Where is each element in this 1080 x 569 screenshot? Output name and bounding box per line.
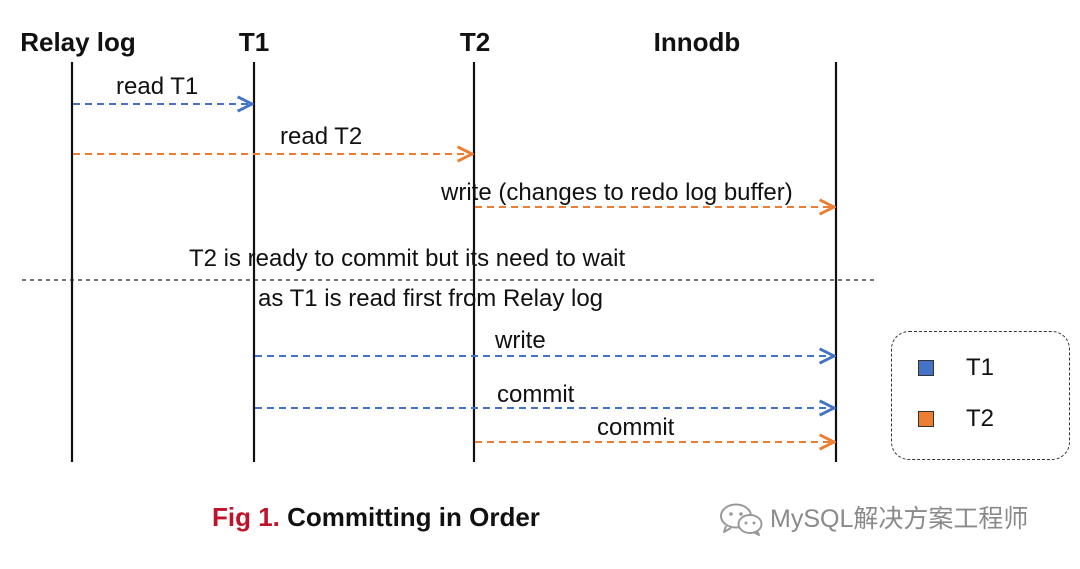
legend-item-t1: [918, 356, 934, 380]
legend-swatch-t2: [918, 411, 934, 427]
wechat-icon: [720, 503, 763, 536]
figure-title: Committing in Order: [287, 502, 540, 532]
label-write-redo: write (changes to redo log buffer): [441, 179, 793, 206]
watermark-text: MySQL解决方案工程师: [770, 505, 1029, 533]
legend-swatch-t1: [918, 360, 934, 376]
figure-caption: Fig 1. Committing in Order: [212, 500, 540, 534]
note-line-2: as T1 is read first from Relay log: [258, 285, 604, 312]
label-read-t1: read T1: [116, 73, 199, 100]
legend-label-t2: T2: [966, 405, 995, 432]
figure-number: Fig 1.: [212, 502, 280, 532]
label-t1-write: write: [495, 327, 546, 354]
legend: T1 T2: [891, 331, 1070, 460]
note-line-1: T2 is ready to commit but its need to wa…: [189, 245, 626, 272]
label-read-t2: read T2: [280, 123, 363, 150]
lane-title-innodb: Innodb: [653, 27, 741, 57]
label-t1-commit: commit: [497, 381, 575, 408]
legend-label-t1: T1: [966, 354, 995, 381]
legend-item-t2: [918, 407, 934, 431]
lane-title-t2: T2: [459, 27, 491, 57]
label-t2-commit: commit: [597, 414, 675, 441]
lane-title-t1: T1: [238, 27, 270, 57]
lane-title-relay-log: Relay log: [20, 27, 136, 57]
watermark: MySQL解决方案工程师: [718, 502, 1028, 536]
